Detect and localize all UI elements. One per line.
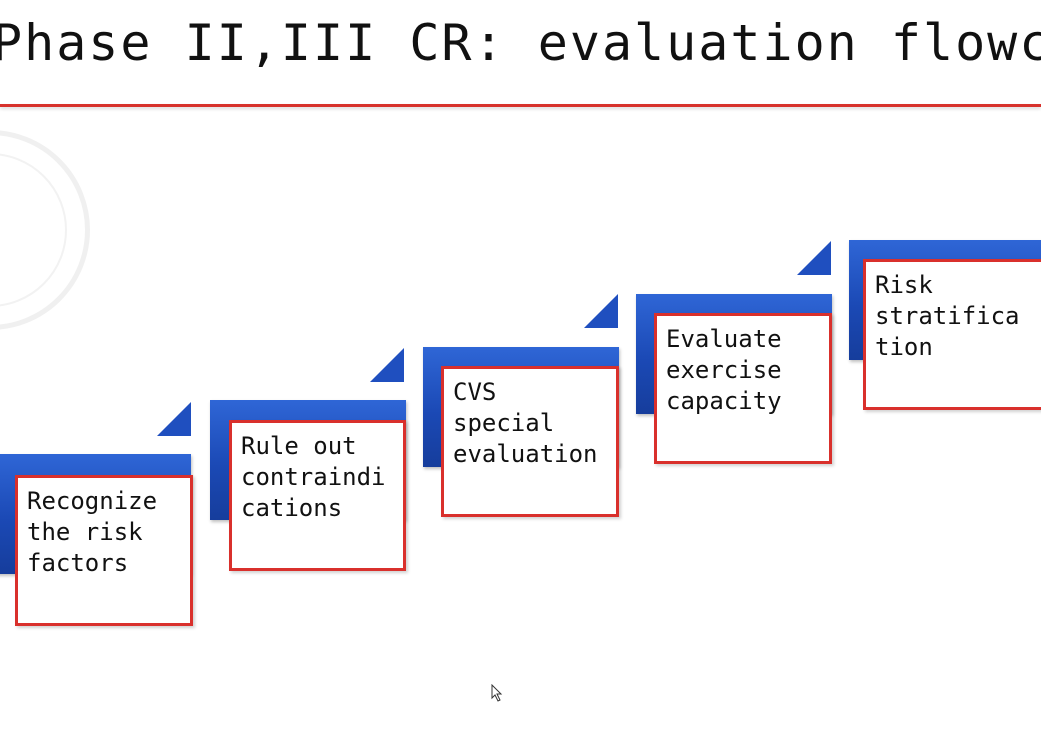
step-2-label: Rule out contraindi cations bbox=[241, 432, 386, 522]
step-3-card: CVS special evaluation bbox=[441, 366, 619, 517]
step-5-label: Risk stratifica tion bbox=[875, 271, 1020, 361]
title-underline bbox=[0, 104, 1041, 107]
slide-title: Phase II,III CR: evaluation flowchat bbox=[0, 14, 1041, 72]
mouse-pointer-icon bbox=[491, 684, 503, 702]
step-4-card: Evaluate exercise capacity bbox=[654, 313, 832, 464]
step-5-card: Risk stratifica tion bbox=[863, 259, 1041, 410]
watermark-seal bbox=[0, 130, 90, 330]
step-1-label: Recognize the risk factors bbox=[27, 487, 158, 577]
watermark-seal-inner-ring bbox=[0, 153, 67, 307]
step-1-card: Recognize the risk factors bbox=[15, 475, 193, 626]
step-3-label: CVS special evaluation bbox=[453, 378, 598, 468]
step-2-card: Rule out contraindi cations bbox=[229, 420, 406, 571]
step-2-arrow-icon bbox=[370, 348, 404, 382]
step-1-arrow-icon bbox=[157, 402, 191, 436]
step-3-arrow-icon bbox=[584, 294, 618, 328]
step-4-arrow-icon bbox=[797, 241, 831, 275]
step-4-label: Evaluate exercise capacity bbox=[666, 325, 782, 415]
